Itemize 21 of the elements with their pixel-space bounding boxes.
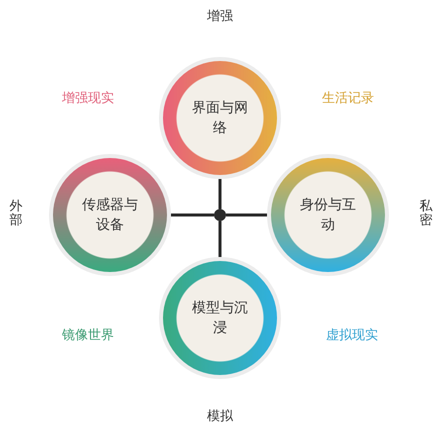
quadrant-label: 生活记录: [322, 90, 374, 107]
circle-label: 模型与沉浸: [191, 299, 249, 338]
circle-label: 传感器与设备: [81, 196, 139, 235]
axis-line: [226, 214, 267, 216]
ring-circle: [163, 61, 277, 175]
ring-circle: [163, 261, 277, 375]
axis-line: [218, 221, 222, 257]
axis-label: 增强: [207, 8, 233, 25]
axis-line: [171, 214, 214, 216]
axis-line: [218, 179, 222, 209]
ring-circle: [271, 158, 385, 272]
ring-circle: [53, 158, 167, 272]
quadrant-label: 虚拟现实: [326, 327, 378, 344]
circle-label: 界面与网络: [191, 99, 249, 138]
quadrant-label: 增强现实: [62, 90, 114, 107]
circle-label: 身份与互动: [299, 196, 357, 235]
quadrant-label: 镜像世界: [62, 327, 114, 344]
center-dot: [214, 209, 226, 221]
axis-label: 私密: [420, 200, 432, 228]
axis-label: 模拟: [207, 408, 233, 425]
axis-label: 外部: [10, 200, 22, 228]
